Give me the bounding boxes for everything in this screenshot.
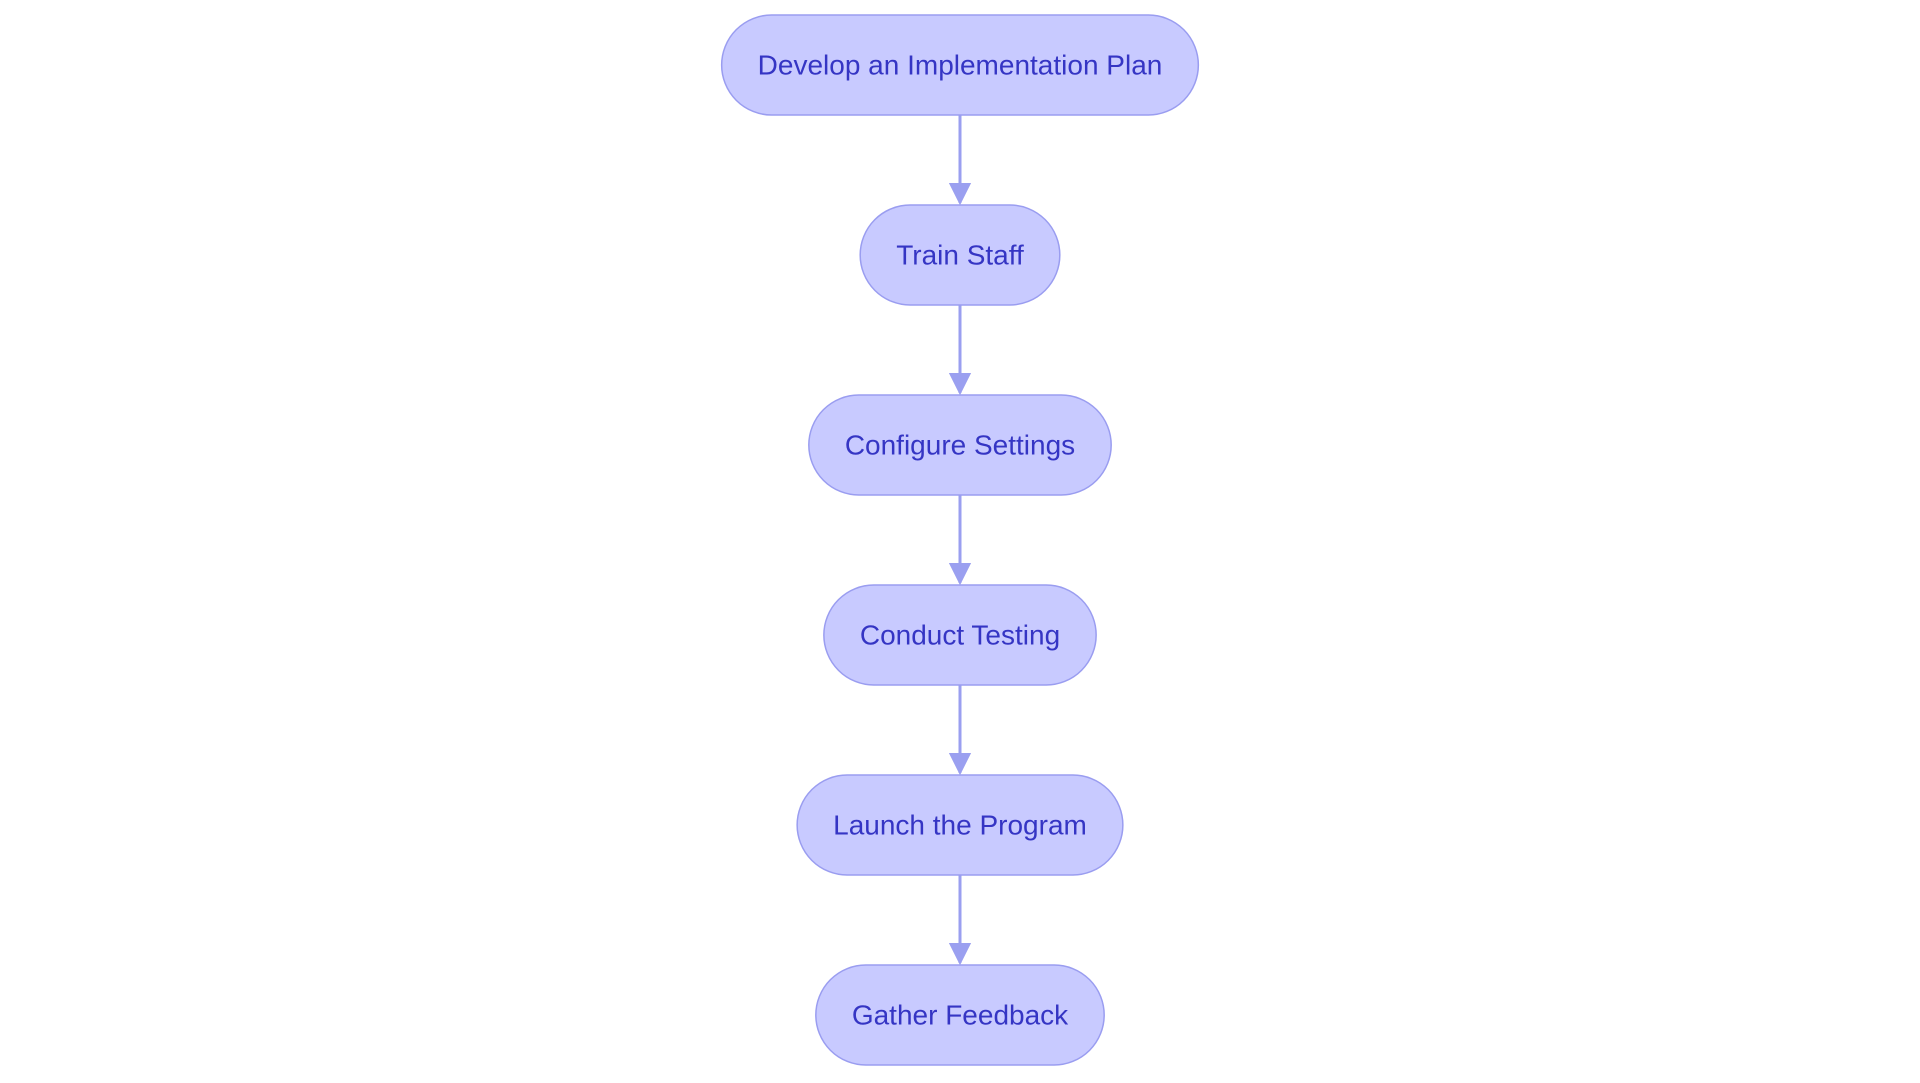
node-launch-label: Launch the Program: [833, 810, 1087, 841]
node-plan-shape: [720, 14, 1200, 116]
node-plan-label: Develop an Implementation Plan: [758, 50, 1163, 81]
node-configure-shape: [808, 394, 1112, 496]
node-testing: Conduct Testing: [823, 584, 1097, 686]
node-testing-shape: [823, 584, 1097, 686]
node-configure-label: Configure Settings: [845, 430, 1075, 461]
node-feedback-shape: [815, 964, 1105, 1066]
node-feedback: Gather Feedback: [815, 964, 1105, 1066]
node-plan: Develop an Implementation Plan: [720, 14, 1200, 116]
node-launch-shape: [796, 774, 1124, 876]
node-train-shape: [859, 204, 1061, 306]
node-launch: Launch the Program: [796, 774, 1124, 876]
node-feedback-label: Gather Feedback: [852, 1000, 1069, 1031]
node-train-label: Train Staff: [896, 240, 1024, 271]
node-testing-label: Conduct Testing: [860, 620, 1060, 651]
node-train: Train Staff: [859, 204, 1061, 306]
node-configure: Configure Settings: [808, 394, 1112, 496]
